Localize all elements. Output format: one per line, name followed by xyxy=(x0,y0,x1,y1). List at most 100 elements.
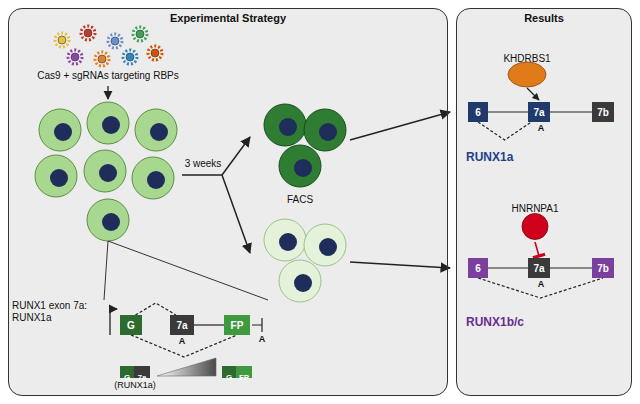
virus-core xyxy=(111,37,119,45)
annotation: 3 weeks xyxy=(178,158,228,170)
virus-spikes xyxy=(55,33,69,47)
nucleus xyxy=(102,116,120,134)
exon-label: 6 xyxy=(475,103,481,123)
virus-core xyxy=(126,53,134,61)
panel-ground xyxy=(456,8,632,396)
exon-box: 7a xyxy=(170,315,194,335)
exon-label: 6 xyxy=(475,259,481,279)
splice-line xyxy=(478,278,603,298)
virus-core xyxy=(71,53,79,61)
nucleus xyxy=(54,123,72,141)
annotation: (RUNX1a) xyxy=(105,380,165,391)
gradient-wedge xyxy=(157,358,216,376)
cell xyxy=(279,260,321,302)
sorted-cells-low xyxy=(264,219,346,302)
panel-heading: Results xyxy=(457,9,631,24)
exon-box: 7a xyxy=(528,102,550,122)
nucleus xyxy=(279,118,297,136)
exon-box: 7a xyxy=(134,366,150,378)
label-slot: RUNX1a xyxy=(466,150,556,164)
splice-line xyxy=(478,122,531,140)
panel-ground xyxy=(8,8,448,396)
exon-box: FP xyxy=(224,315,250,335)
annotation: RUNX1a xyxy=(466,150,556,164)
protein-circle-shape xyxy=(500,211,570,242)
intron-line xyxy=(488,111,528,112)
exon-label: FP xyxy=(231,316,244,336)
cell xyxy=(135,109,177,151)
annotation: RUNX1 exon 7a: RUNX1a xyxy=(12,300,100,324)
cell xyxy=(264,104,306,146)
virus-spikes xyxy=(123,50,137,64)
exon-label: 7a xyxy=(533,103,544,123)
zoom-line xyxy=(108,241,268,300)
split-arrow xyxy=(222,137,250,175)
nucleus xyxy=(150,123,168,141)
cell xyxy=(264,219,306,261)
nucleus xyxy=(319,238,337,256)
label-slot: 3 weeks xyxy=(178,158,228,170)
annotation: Cas9 + sgRNAs targeting RBPs xyxy=(23,70,193,82)
intron-line xyxy=(550,111,592,112)
protein-oval-shape xyxy=(492,61,562,88)
exon-label: 7a xyxy=(176,316,187,336)
annotation: FACS xyxy=(270,194,330,206)
virus-spikes xyxy=(148,46,162,60)
nucleus xyxy=(102,213,120,231)
virus-spikes xyxy=(108,34,122,48)
splice-line xyxy=(135,303,176,315)
exon-box: G xyxy=(120,315,142,335)
virus-spikes xyxy=(81,26,95,40)
split-arrow-stem xyxy=(182,174,222,176)
intron-line xyxy=(194,324,224,325)
virus-core xyxy=(84,29,92,37)
exon-box: 7a xyxy=(528,258,550,278)
virus-spikes xyxy=(95,52,109,66)
exon-box: 6 xyxy=(468,258,488,278)
nucleus xyxy=(50,169,68,187)
inhibition-line xyxy=(535,242,539,256)
label-slot: A xyxy=(255,334,269,345)
exon-label: FP xyxy=(239,372,249,384)
exon-box: G xyxy=(222,366,236,378)
annotation: RUNX1b/c xyxy=(466,315,576,329)
cell xyxy=(132,157,174,199)
regulation-arrow xyxy=(527,88,539,100)
exon-label: G xyxy=(127,316,135,336)
protein-name: KHDRBS1 xyxy=(503,52,550,65)
panel: KHDRBS167a7bHNRNPA167a7bResults xyxy=(456,8,632,396)
label-slot: A xyxy=(175,336,189,347)
intron-line xyxy=(550,267,592,268)
label-slot: A xyxy=(534,123,548,134)
protein-oval-fill xyxy=(508,62,546,87)
cell xyxy=(84,150,126,192)
label-slot: RUNX1 exon 7a: RUNX1a xyxy=(12,300,100,324)
protein-oval: KHDRBS1 xyxy=(492,48,562,88)
sorted-cells-high xyxy=(264,104,346,187)
nucleus xyxy=(319,123,337,141)
nucleus xyxy=(294,274,312,292)
nucleus xyxy=(147,171,165,189)
exon-box: 7b xyxy=(592,258,614,278)
promoter-arrow xyxy=(110,309,117,335)
exon-label: 7b xyxy=(597,103,609,123)
cell xyxy=(39,109,81,151)
label-slot: (RUNX1a) xyxy=(105,380,165,391)
nucleus xyxy=(99,164,117,182)
result-arrow xyxy=(350,262,450,268)
label-slot: A xyxy=(534,279,548,290)
exon-box: FP xyxy=(236,366,252,378)
exon-label: 7b xyxy=(597,259,609,279)
split-arrow xyxy=(222,175,250,253)
cell xyxy=(304,109,346,151)
annotation: A xyxy=(175,336,189,347)
label-slot: Cas9 + sgRNAs targeting RBPs xyxy=(23,70,193,82)
virus-core xyxy=(98,55,106,63)
panel: G7aFPG7aGFPExperimental Strategy xyxy=(8,8,448,396)
annotation: A xyxy=(534,123,548,134)
cell xyxy=(87,199,129,241)
virus-core xyxy=(58,36,66,44)
virus-spikes xyxy=(133,27,147,41)
polya-tick xyxy=(252,318,262,332)
intron-line xyxy=(488,267,528,268)
